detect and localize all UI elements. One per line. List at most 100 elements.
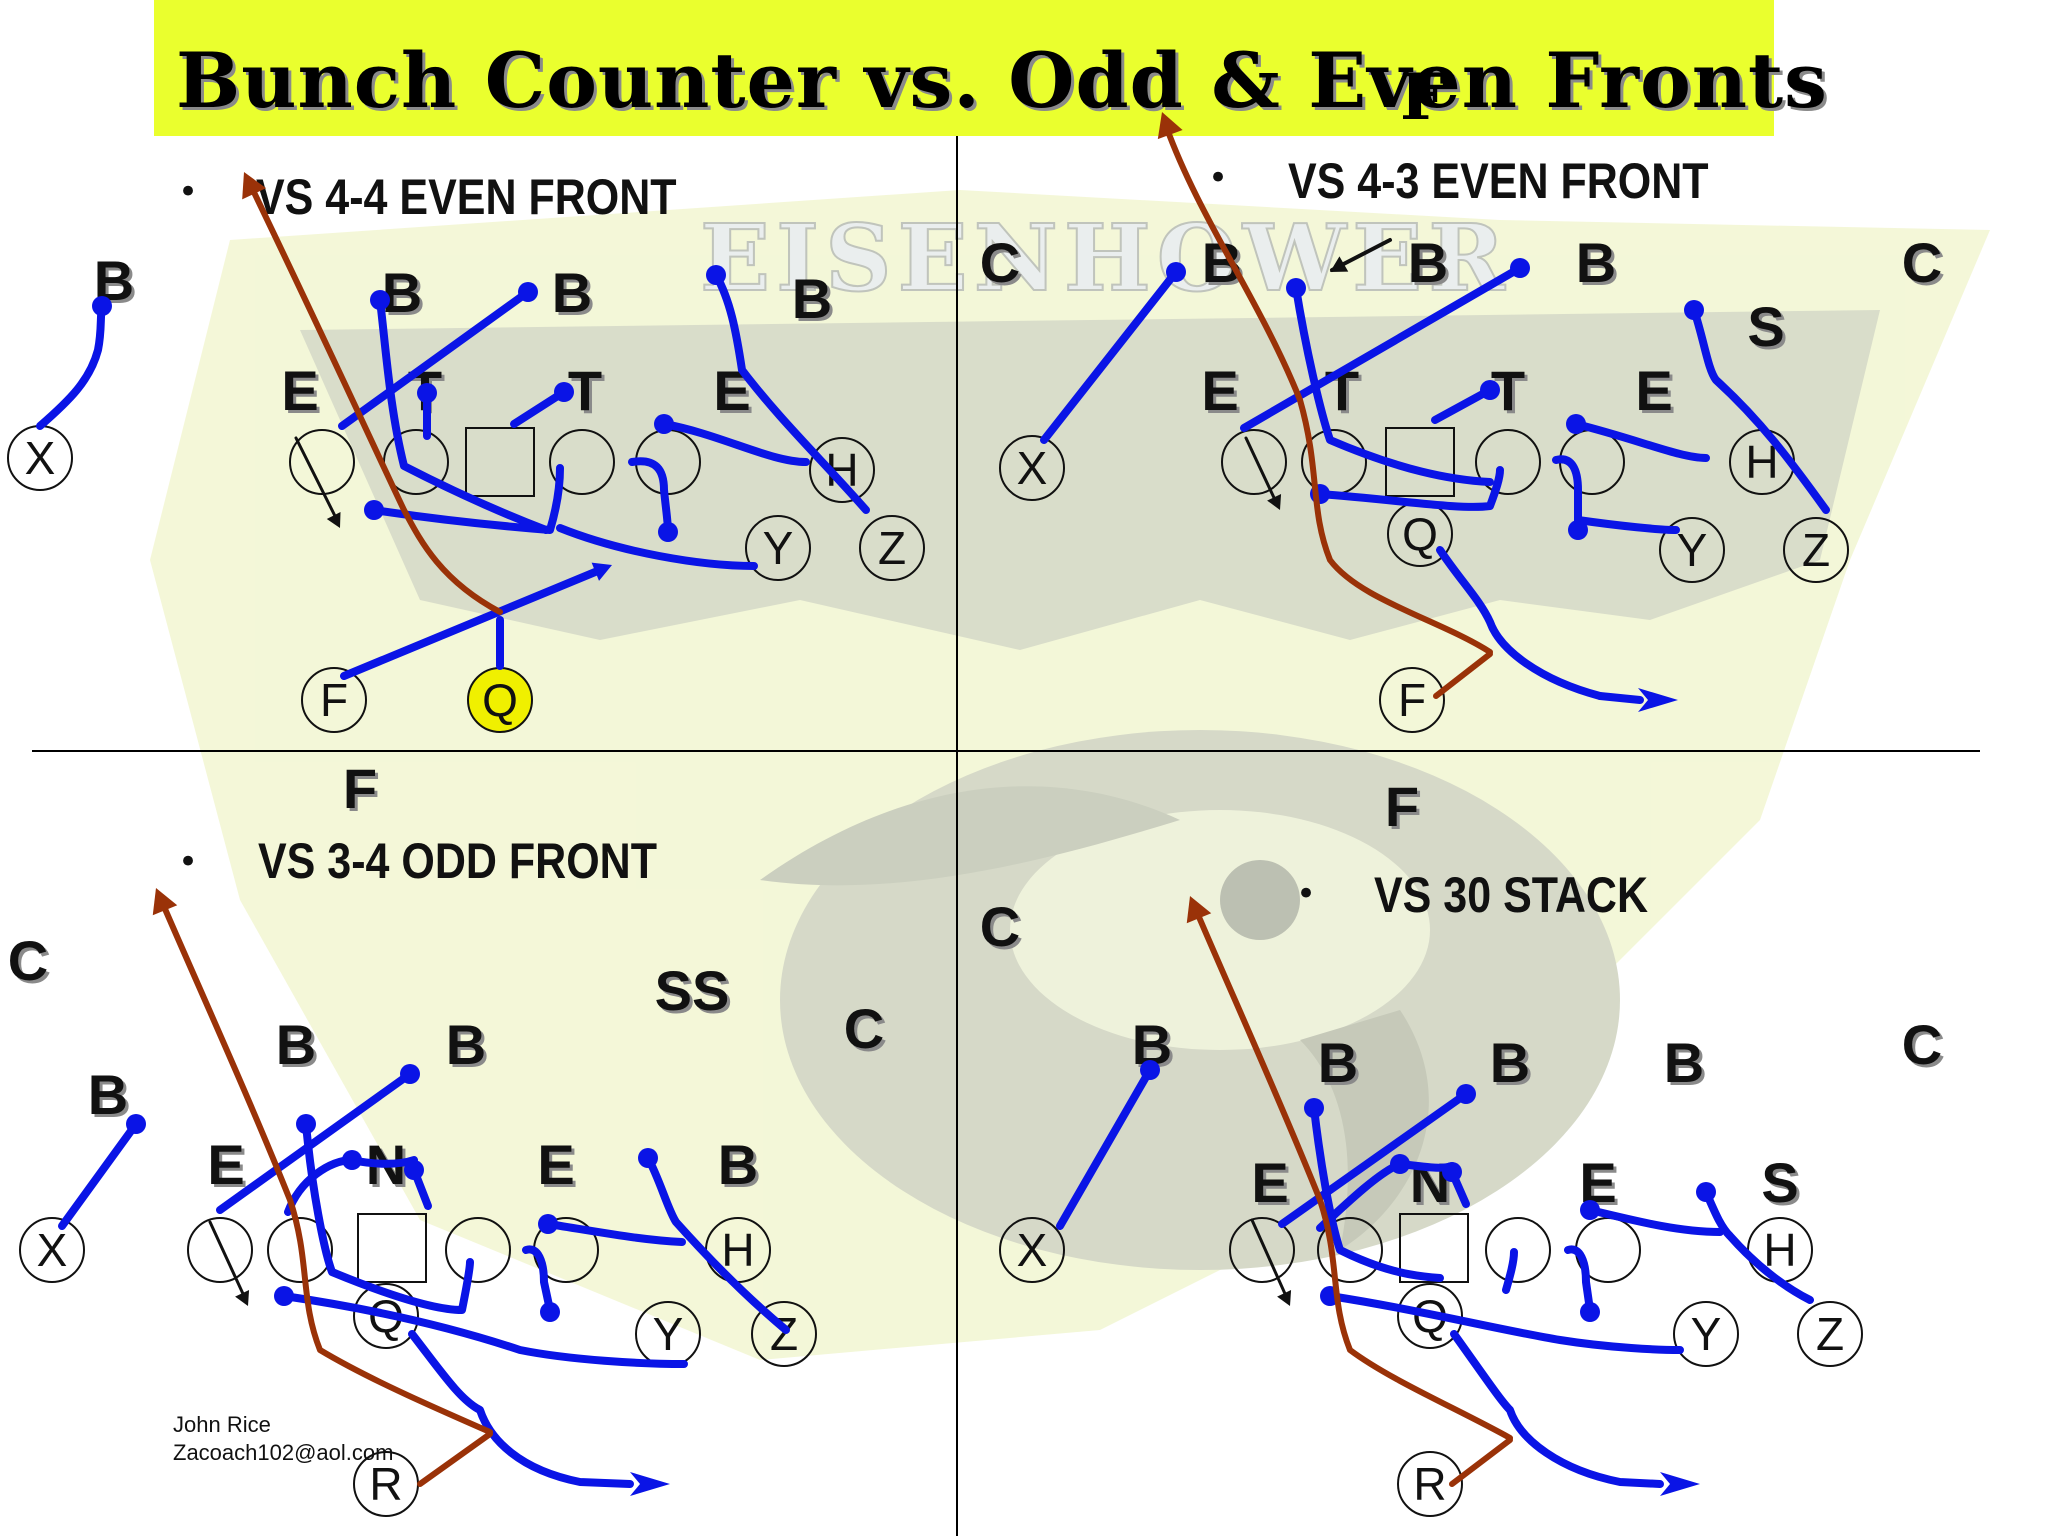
defender-shadow: E	[210, 1136, 247, 1199]
defender-n: N	[1410, 1151, 1450, 1214]
q-counter-3-arrow	[630, 1472, 670, 1496]
guard-trap-3	[280, 1292, 688, 1368]
defender-s: S	[1747, 295, 1784, 358]
rt-block-start	[654, 414, 674, 434]
q-keep-4-arrow	[1186, 896, 1212, 924]
left-guard-3	[267, 1217, 333, 1283]
rt-block-2	[1572, 420, 1710, 462]
h-route-2	[1690, 306, 1830, 514]
left-guard-4	[1317, 1217, 1383, 1283]
y-end-3-label: Y	[653, 1308, 684, 1360]
heading-4-3-even-front: VS 4-3 EVEN FRONT	[1288, 153, 1709, 209]
defender-b: B	[552, 261, 592, 324]
defender-shadow: B	[385, 264, 425, 327]
defender-e: E	[1251, 1151, 1288, 1214]
r-back-4-label: R	[1413, 1458, 1446, 1510]
center-block-end	[554, 382, 574, 402]
rt-block-4-start	[1580, 1200, 1600, 1220]
rt-block-3	[544, 1220, 686, 1246]
x-route-2	[1040, 268, 1180, 444]
defender-shadow: SS	[658, 962, 733, 1025]
left-tackle-4	[1229, 1217, 1295, 1283]
z-receiver-4	[1797, 1301, 1863, 1367]
defender-shadow: B	[1493, 1034, 1533, 1097]
rg-down-2	[1552, 455, 1582, 534]
guard-block-4-mid	[1390, 1154, 1410, 1174]
x-receiver-2	[999, 435, 1065, 501]
author-name: John Rice	[173, 1412, 271, 1437]
right-guard-4	[1485, 1217, 1551, 1283]
f-back-label: F	[320, 674, 348, 726]
lg-pull-4-start	[1304, 1098, 1324, 1118]
h-route-4	[1702, 1188, 1814, 1304]
defender-b: B	[1576, 231, 1616, 294]
c-block-2-end	[1480, 380, 1500, 400]
defender-c: C	[1902, 231, 1942, 294]
f-stem-2	[1433, 651, 1493, 699]
defender-shadow: E	[1204, 362, 1241, 425]
h-route-start	[706, 265, 726, 285]
z-receiver	[859, 515, 925, 581]
x-receiver-3-label: X	[37, 1224, 68, 1276]
x-receiver-3	[19, 1217, 85, 1283]
defender-shadow: C	[11, 932, 51, 995]
lg-pull-3-start	[296, 1114, 316, 1134]
z-receiver-label: Z	[878, 522, 906, 574]
left-tackle	[289, 429, 355, 495]
heading-30-stack: VS 30 STACK	[1374, 867, 1649, 923]
x-route-end	[92, 296, 112, 316]
rg-down-4-end	[1580, 1302, 1600, 1322]
y-end-4	[1673, 1301, 1739, 1367]
defender-f: F	[1385, 775, 1419, 838]
defender-shadow: E	[1638, 362, 1675, 425]
x-route	[36, 302, 106, 430]
defender-ss: SS	[655, 959, 730, 1022]
defender-shadow: C	[983, 898, 1023, 961]
defender-e: E	[207, 1133, 244, 1196]
defender-shadow: E	[1254, 1154, 1291, 1217]
author-credit: John Rice Zacoach102@aol.com	[173, 1411, 393, 1467]
x-receiver-2-label: X	[1017, 442, 1048, 494]
rt-block	[660, 420, 810, 466]
lt-block-3	[216, 1070, 414, 1214]
right-guard-3	[445, 1217, 511, 1283]
q-counter-2	[1436, 546, 1604, 700]
rt-block-3-start	[538, 1214, 558, 1234]
defender-e: E	[281, 359, 318, 422]
defender-shadow: B	[91, 1066, 131, 1129]
c-down-4	[1502, 1248, 1518, 1294]
quarterback-4	[1397, 1283, 1463, 1349]
lt-block-4	[1278, 1090, 1470, 1228]
f-fake	[340, 566, 604, 680]
y-route	[556, 524, 758, 570]
watermark-eagle-beak	[1300, 1010, 1429, 1250]
x-receiver-label: X	[25, 432, 56, 484]
defender-b: B	[1408, 231, 1448, 294]
defender-b: B	[382, 261, 422, 324]
de-slant-3-arrow	[235, 1290, 250, 1306]
lt-block-3-end	[400, 1064, 420, 1084]
defender-shadow: B	[1579, 234, 1619, 297]
rg-down-3-end	[540, 1302, 560, 1322]
y-end-2-label: Y	[1677, 524, 1708, 576]
nose-block-4-start	[1442, 1162, 1462, 1182]
defender-shadow: C	[983, 234, 1023, 297]
lg-pull-4	[1310, 1104, 1444, 1282]
defender-e: E	[1201, 359, 1238, 422]
q-counter-3	[408, 1330, 634, 1488]
x-receiver-4	[999, 1217, 1065, 1283]
q-keep-arrow	[242, 172, 267, 200]
defender-shadow: T	[1494, 362, 1528, 425]
bullet-bl: •	[178, 842, 199, 882]
r-back-3-label: R	[369, 1458, 402, 1510]
x-receiver-4-label: X	[1017, 1224, 1048, 1276]
defender-shadow: B	[721, 1136, 761, 1199]
defender-s: S	[1761, 1151, 1798, 1214]
defender-b: B	[276, 1013, 316, 1076]
rg-down-4	[1564, 1245, 1594, 1314]
left-tackle-3	[187, 1217, 253, 1283]
watermark-eagle-brow	[760, 786, 1180, 886]
r-back-4	[1397, 1451, 1463, 1517]
